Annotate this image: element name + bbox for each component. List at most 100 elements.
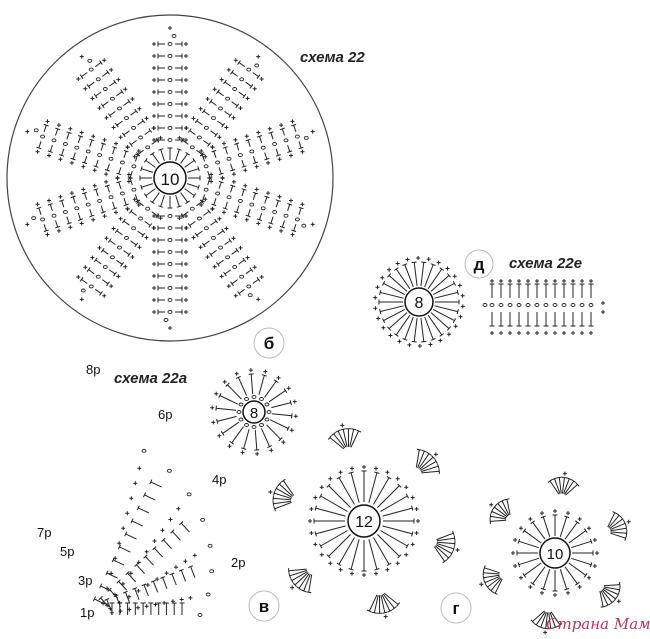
petal-stitch: [66, 132, 70, 140]
radial-stitch: [328, 534, 351, 557]
stitch-bar: [99, 291, 103, 296]
single-crochet-mark: [209, 172, 214, 177]
single-crochet-mark: [233, 137, 238, 142]
chain-mark: [97, 153, 103, 158]
stitch-bar: [59, 154, 65, 157]
stitch-bar: [180, 137, 185, 143]
single-crochet-mark: [433, 452, 438, 457]
stitch-bar: [158, 148, 164, 151]
scallop-stitch: [494, 578, 503, 594]
single-crochet-mark: [79, 130, 84, 135]
chain-mark: [31, 216, 37, 221]
chain-mark: [238, 402, 244, 407]
stitch-bar: [215, 89, 220, 94]
scallop-stitch: [282, 480, 295, 496]
stitch-bar: [402, 338, 408, 341]
stitch-bar: [386, 475, 392, 480]
single-crochet-mark: [47, 198, 51, 203]
radial-stitch: [145, 188, 156, 197]
fan-stitch: [190, 566, 196, 578]
stitch-bar: [495, 501, 501, 506]
radial-stitch: [186, 183, 199, 188]
chain-mark: [272, 210, 278, 214]
chain-mark: [232, 265, 238, 269]
petal-stitch: [203, 110, 210, 116]
single-crochet-mark: [56, 123, 61, 128]
stitch-bar: [249, 84, 254, 89]
scallop-stitch: [483, 574, 500, 579]
chain-mark: [303, 135, 309, 140]
petal-stitch: [231, 249, 238, 255]
row-label-6: 6р: [158, 407, 172, 422]
radial-stitch: [338, 537, 355, 565]
radial-stitch: [532, 566, 546, 584]
stitch-bar: [208, 252, 213, 257]
radial-stitch: [432, 282, 455, 296]
stitch-bar: [583, 573, 588, 578]
single-crochet-mark: [128, 571, 133, 576]
single-crochet-mark: [222, 210, 226, 215]
chain-mark: [189, 206, 195, 211]
single-crochet-mark: [219, 77, 224, 82]
petal-stitch: [106, 185, 110, 193]
single-crochet-mark: [571, 279, 575, 283]
scallop-stitch: [349, 429, 355, 448]
radial-stitch: [320, 530, 348, 547]
chain-mark: [108, 195, 114, 200]
single-crochet-mark: [277, 194, 282, 199]
single-crochet-mark: [130, 97, 135, 101]
petal-stitch: [213, 150, 217, 158]
single-crochet-mark: [428, 342, 433, 347]
fan-stitch: [162, 577, 168, 589]
single-crochet-mark: [211, 420, 216, 425]
fan-stitch: [171, 531, 181, 541]
single-crochet-mark: [184, 54, 188, 58]
chain-mark: [244, 397, 249, 401]
stitch-bar: [290, 578, 294, 584]
radial-stitch: [151, 192, 160, 203]
single-crochet-mark: [83, 265, 88, 270]
stitch-bar: [405, 543, 410, 549]
stitch-bar: [229, 440, 235, 445]
petal-stitch: [298, 207, 302, 215]
petal-stitch: [130, 140, 137, 146]
chain-mark: [196, 135, 202, 140]
single-crochet-mark: [198, 106, 203, 111]
single-crochet-mark: [233, 214, 238, 219]
petal-stitch: [275, 148, 279, 156]
petal-stitch: [217, 91, 224, 97]
single-crochet-mark: [562, 471, 567, 476]
stitch-bar: [335, 429, 341, 433]
radial-stitch: [380, 305, 404, 313]
single-crochet-mark: [144, 604, 149, 609]
scallop-stitch: [490, 515, 507, 520]
single-crochet-mark: [183, 559, 188, 564]
single-crochet-mark: [184, 126, 189, 131]
single-crochet-mark: [45, 232, 50, 237]
single-crochet-mark: [243, 168, 248, 173]
stitch-bar: [616, 592, 620, 597]
stitch-bar: [326, 554, 331, 559]
stitch-bar: [482, 575, 485, 581]
stitch-bar: [387, 609, 393, 613]
single-crochet-mark: [91, 217, 96, 222]
stitch-bar: [125, 571, 130, 576]
single-crochet-mark: [115, 175, 120, 180]
stitch-bar: [387, 326, 392, 331]
petal-stitch: [230, 185, 234, 193]
chain-mark: [236, 410, 242, 414]
stitch-bar: [81, 191, 88, 195]
stitch-bar: [113, 79, 117, 85]
petal-stitch: [218, 181, 222, 189]
stitch-bar: [379, 308, 382, 315]
single-crochet-mark: [152, 274, 156, 278]
petal-stitch: [224, 201, 228, 209]
single-crochet-mark: [553, 509, 557, 513]
stitch-bar: [624, 535, 627, 541]
single-crochet-mark: [137, 466, 142, 471]
single-crochet-mark: [414, 531, 419, 535]
petal-stitch: [72, 152, 76, 160]
single-crochet-mark: [300, 149, 305, 154]
petal-stitch: [189, 130, 196, 136]
single-crochet-mark: [238, 245, 243, 250]
